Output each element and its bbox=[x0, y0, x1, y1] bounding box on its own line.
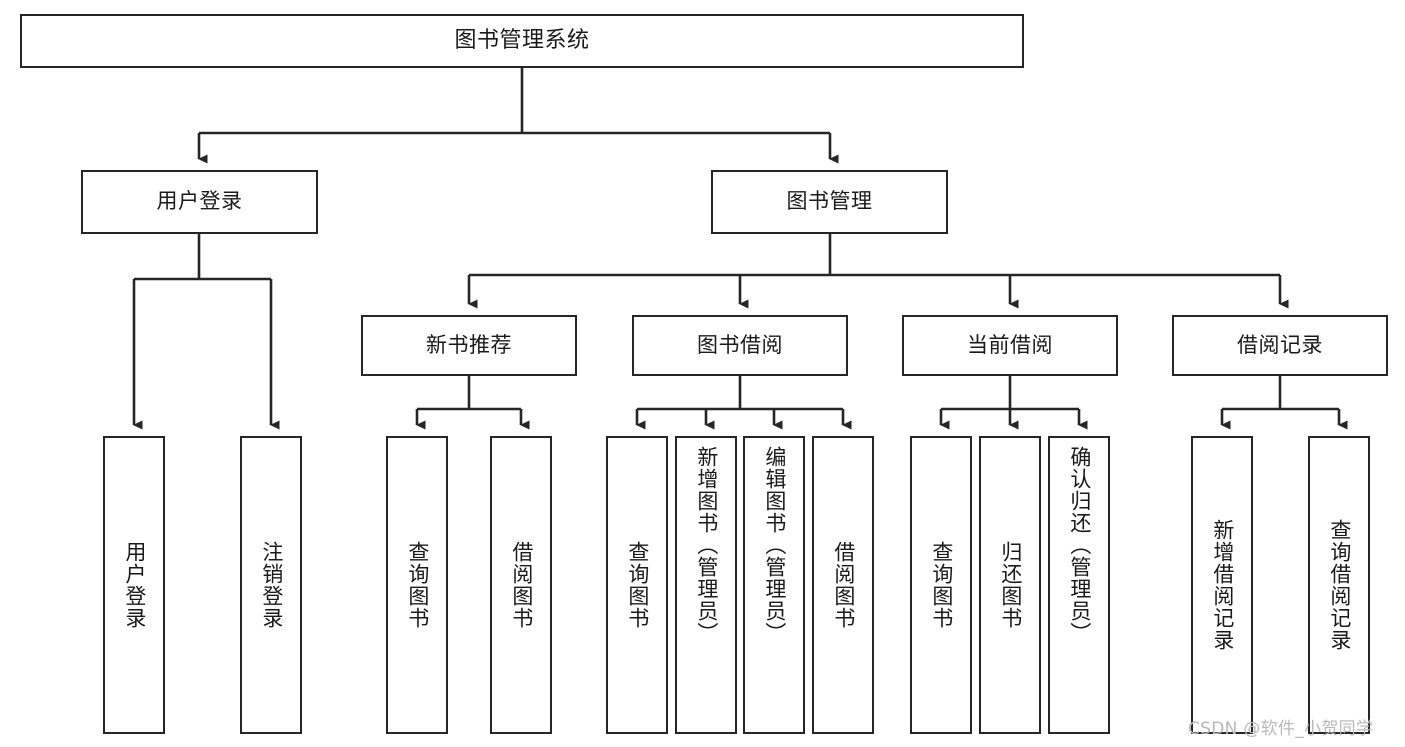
leaf-query-book-1-label: 查询图书 bbox=[405, 541, 430, 629]
node-book-borrow[interactable]: 图书借阅 bbox=[632, 315, 848, 376]
node-borrow-record-label: 借阅记录 bbox=[1237, 332, 1323, 357]
leaf-user-logout[interactable]: 注销登录 bbox=[240, 436, 302, 734]
leaf-borrow-book-2[interactable]: 借阅图书 bbox=[812, 436, 874, 734]
leaf-add-borrow-record-label: 新增借阅记录 bbox=[1210, 519, 1235, 651]
leaf-query-borrow-record[interactable]: 查询借阅记录 bbox=[1308, 436, 1370, 734]
leaf-user-login-label: 用户登录 bbox=[122, 541, 147, 629]
node-new-book-recommend[interactable]: 新书推荐 bbox=[361, 315, 577, 376]
leaf-user-logout-label: 注销登录 bbox=[259, 541, 284, 629]
leaf-confirm-return[interactable]: 确认归还（管理员） bbox=[1048, 436, 1110, 734]
leaf-query-book-1[interactable]: 查询图书 bbox=[386, 436, 448, 734]
leaf-edit-book-label: 编辑图书（管理员） bbox=[762, 446, 787, 644]
node-book-borrow-label: 图书借阅 bbox=[697, 332, 783, 357]
node-new-book-recommend-label: 新书推荐 bbox=[426, 332, 512, 357]
leaf-user-login[interactable]: 用户登录 bbox=[103, 436, 165, 734]
node-book-management[interactable]: 图书管理 bbox=[711, 170, 948, 234]
leaf-add-borrow-record[interactable]: 新增借阅记录 bbox=[1191, 436, 1253, 734]
leaf-query-book-3[interactable]: 查询图书 bbox=[910, 436, 972, 734]
node-user-login[interactable]: 用户登录 bbox=[81, 170, 318, 234]
leaf-edit-book[interactable]: 编辑图书（管理员） bbox=[743, 436, 805, 734]
leaf-borrow-book-1[interactable]: 借阅图书 bbox=[490, 436, 552, 734]
node-current-borrow-label: 当前借阅 bbox=[967, 332, 1053, 357]
leaf-query-book-2-label: 查询图书 bbox=[625, 541, 650, 629]
node-book-management-label: 图书管理 bbox=[786, 189, 873, 214]
leaf-query-book-3-label: 查询图书 bbox=[929, 541, 954, 629]
node-root[interactable]: 图书管理系统 bbox=[20, 14, 1024, 68]
leaf-query-book-2[interactable]: 查询图书 bbox=[606, 436, 668, 734]
leaf-query-borrow-record-label: 查询借阅记录 bbox=[1327, 519, 1352, 651]
csdn-watermark: CSDN @软件_小贺同学 bbox=[1188, 719, 1374, 739]
node-current-borrow[interactable]: 当前借阅 bbox=[902, 315, 1118, 376]
leaf-confirm-return-label: 确认归还（管理员） bbox=[1067, 446, 1092, 644]
node-root-label: 图书管理系统 bbox=[454, 27, 590, 53]
leaf-return-book-label: 归还图书 bbox=[998, 541, 1023, 629]
leaf-return-book[interactable]: 归还图书 bbox=[979, 436, 1041, 734]
leaf-borrow-book-1-label: 借阅图书 bbox=[509, 541, 534, 629]
leaf-add-book[interactable]: 新增图书（管理员） bbox=[675, 436, 737, 734]
node-user-login-label: 用户登录 bbox=[156, 189, 243, 214]
leaf-borrow-book-2-label: 借阅图书 bbox=[831, 541, 856, 629]
leaf-add-book-label: 新增图书（管理员） bbox=[694, 446, 719, 644]
node-borrow-record[interactable]: 借阅记录 bbox=[1172, 315, 1388, 376]
